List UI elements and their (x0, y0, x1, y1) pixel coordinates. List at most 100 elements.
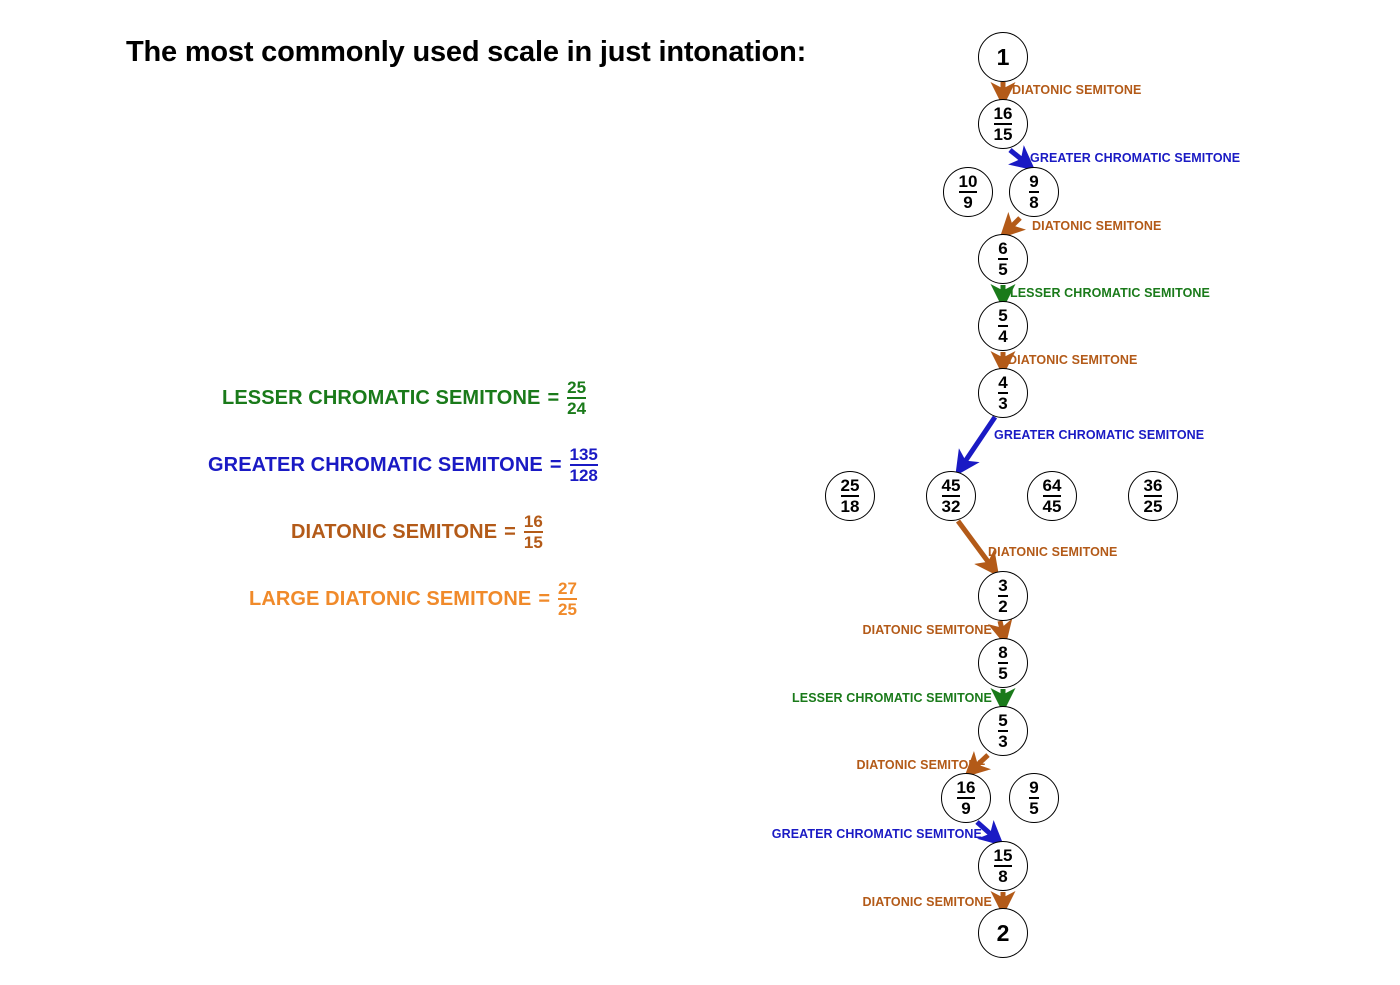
ratio-denominator: 45 (1042, 497, 1062, 517)
edge-label-diatonic-2: DIATONIC SEMITONE (1032, 219, 1162, 233)
fraction-bar (998, 324, 1008, 328)
fraction-bar (558, 598, 577, 600)
fraction-bar (998, 391, 1008, 395)
ratio-numerator: 64 (1042, 475, 1062, 495)
ratio-denominator: 15 (993, 125, 1013, 145)
legend-label: LESSER CHROMATIC SEMITONE (222, 386, 541, 409)
ratio-numerator: 45 (941, 475, 961, 495)
ratio-denominator: 8 (1029, 193, 1039, 213)
legend-large-diatonic-semitone: LARGE DIATONIC SEMITONE = 27 25 (249, 580, 577, 618)
fraction-bar (840, 494, 860, 498)
legend-lesser-chromatic-semitone: LESSER CHROMATIC SEMITONE = 25 24 (222, 379, 587, 418)
ratio-denominator: 9 (961, 799, 971, 819)
ratio-whole: 1 (996, 43, 1010, 70)
ratio-denominator: 24 (567, 399, 587, 418)
edge-label-diatonic-3: DIATONIC SEMITONE (1008, 353, 1138, 367)
fraction-bar (523, 531, 543, 533)
fraction-bar (998, 729, 1008, 733)
ratio-denominator: 32 (941, 497, 961, 517)
ratio-numerator: 16 (956, 777, 976, 797)
edge-label-lesser-chromatic-2: LESSER CHROMATIC SEMITONE (792, 691, 992, 705)
ratio-numerator: 135 (569, 445, 598, 464)
fraction-bar (941, 494, 961, 498)
ratio-denominator: 3 (998, 394, 1008, 414)
legend-diatonic-semitone: DIATONIC SEMITONE = 16 15 (291, 513, 543, 551)
fraction-bar (1029, 796, 1039, 800)
fraction-bar (1143, 494, 1163, 498)
legend-ratio: 27 25 (558, 580, 577, 618)
edge-label-diatonic-7: DIATONIC SEMITONE (862, 895, 992, 909)
ratio-numerator: 27 (558, 579, 577, 598)
ratio-denominator: 25 (1143, 497, 1163, 517)
ratio-numerator: 5 (998, 710, 1008, 730)
ratio-denominator: 8 (998, 867, 1008, 887)
edge-label-greater-chromatic-3: GREATER CHROMATIC SEMITONE (771, 827, 982, 841)
fraction-bar (569, 464, 598, 466)
legend-ratio: 135 128 (569, 445, 598, 485)
arrow-4-3-to-45-32 (955, 415, 998, 476)
ratio-denominator: 4 (998, 327, 1008, 347)
fraction-bar (998, 661, 1008, 665)
ratio-numerator: 15 (993, 845, 1013, 865)
ratio-numerator: 10 (958, 171, 978, 191)
fraction-bar (993, 122, 1013, 126)
fraction-bar (567, 397, 587, 399)
ratio-denominator: 3 (998, 732, 1008, 752)
ratio-numerator: 8 (998, 642, 1008, 662)
legend-ratio: 16 15 (523, 513, 543, 552)
edge-label-greater-chromatic-1: GREATER CHROMATIC SEMITONE (1030, 151, 1241, 165)
fraction-bar (956, 796, 976, 800)
ratio-numerator: 16 (993, 103, 1013, 123)
ratio-denominator: 25 (558, 600, 577, 619)
ratio-numerator: 4 (998, 372, 1008, 392)
page-title: The most commonly used scale in just int… (126, 36, 807, 68)
ratio-denominator: 15 (523, 533, 543, 552)
fraction-bar (958, 190, 978, 194)
ratio-denominator: 5 (1029, 799, 1039, 819)
ratio-denominator: 18 (840, 497, 860, 517)
ratio-denominator: 5 (998, 260, 1008, 280)
arrow-45-32-to-3-2 (955, 519, 1000, 577)
ratio-denominator: 5 (998, 664, 1008, 684)
ratio-denominator: 128 (569, 466, 598, 485)
legend-label: LARGE DIATONIC SEMITONE (249, 587, 532, 610)
edge-label-diatonic-1: DIATONIC SEMITONE (1012, 83, 1142, 97)
arrow-3-2-to-8-5 (987, 618, 1013, 646)
ratio-denominator: 9 (963, 193, 973, 213)
arrow-9-8-to-6-5 (999, 211, 1027, 239)
legend-equals: = (549, 453, 562, 476)
fraction-bar (998, 257, 1008, 261)
legend-ratio: 25 24 (567, 379, 587, 418)
edge-label-diatonic-6: DIATONIC SEMITONE (856, 758, 986, 772)
arrow-16-15-to-9-8 (1008, 145, 1036, 171)
ratio-numerator: 9 (1029, 171, 1039, 191)
ratio-node-n2: 2 (978, 908, 1028, 958)
